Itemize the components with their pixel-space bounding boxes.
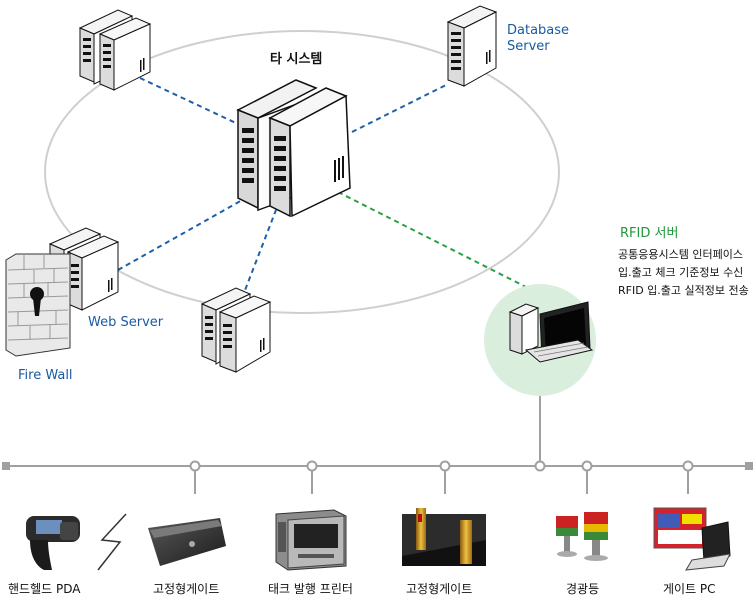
link-bottom-server (241, 209, 277, 299)
link-rfid-server (337, 191, 529, 289)
bottom-server-icon (200, 287, 272, 373)
rfid-function-item: 공통응용시스템 인터페이스 (618, 248, 743, 261)
blue-dashed-links (117, 77, 449, 299)
central-server-icon (236, 79, 351, 218)
rfid-function-item: 입.출고 체크 기준정보 수신 (618, 266, 744, 279)
bus-end-left (2, 462, 10, 470)
bus-node (581, 460, 593, 472)
device-label-fixed-gate-1: 고정형게이트 (153, 582, 220, 596)
firewall-label: Fire Wall (18, 368, 73, 383)
top-left-server-icon (78, 9, 152, 91)
bus-node (534, 460, 546, 472)
system-boundary-ellipse (44, 30, 560, 314)
device-label-gate-pc: 게이트 PC (663, 582, 716, 596)
gate-pc-icon (653, 507, 731, 571)
rfid-function-item: RFID 입.출고 실적정보 전송 (618, 284, 749, 297)
bus-node (439, 460, 451, 472)
link-database-server (351, 83, 449, 133)
fixed-gate-1-icon (148, 518, 226, 566)
warning-light-icon (556, 512, 608, 561)
bus-node (306, 460, 318, 472)
link-topleft-server (139, 77, 239, 125)
fixed-gate-2-icon (402, 508, 486, 566)
bus-end-right (745, 462, 753, 470)
rfid-server-title: RFID 서버 (620, 226, 679, 241)
wireless-lightning-icon (97, 513, 127, 571)
system-title: 타 시스템 (270, 52, 323, 67)
device-label-fixed-gate-2: 고정형게이트 (406, 582, 473, 596)
handheld-pda-icon (26, 516, 80, 570)
device-label-handheld-pda: 핸드헬드 PDA (8, 582, 81, 596)
firewall-icon (5, 253, 71, 357)
device-label-warning-light: 경광등 (566, 582, 600, 596)
device-label-tag-printer: 태크 발행 프린터 (268, 582, 353, 596)
database-server-label-line1: Database (507, 23, 570, 38)
web-server-icon (48, 227, 120, 311)
rfid-pc-icon (508, 301, 594, 363)
web-server-label: Web Server (88, 315, 164, 330)
tag-printer-icon (275, 509, 347, 571)
bus-node (682, 460, 694, 472)
bus-node (189, 460, 201, 472)
link-web-server (117, 189, 261, 271)
database-server-icon (446, 5, 498, 87)
database-server-label-line2: Server (507, 39, 550, 54)
bus-connectors (189, 460, 694, 494)
